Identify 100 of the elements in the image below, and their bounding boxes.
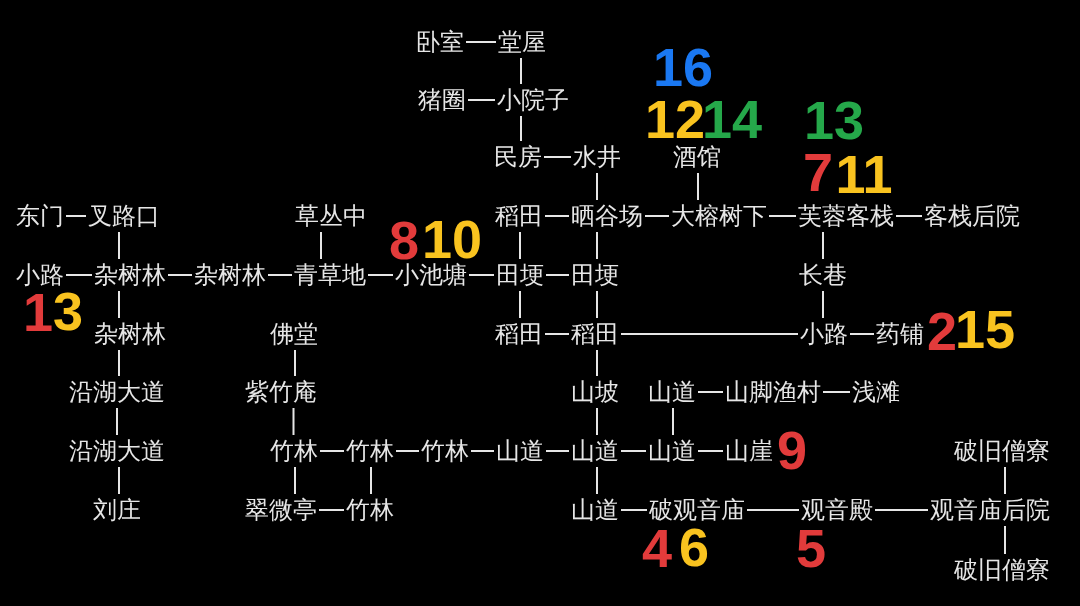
connector-line [822,391,851,393]
place-label: 破旧僧寮 [954,558,1050,582]
place-label: 杂树林 [94,322,166,346]
callout-number: 3 [53,292,84,332]
callout-number: 11 [835,155,893,195]
connector-line [320,231,322,260]
place-label: 山道 [571,439,619,463]
place-label: 山道 [648,439,696,463]
connector-line [697,450,724,452]
place-label: 山道 [648,380,696,404]
callout-number: 6 [679,528,710,568]
callout-number: 10 [422,220,483,260]
connector-line [697,172,699,201]
place-label: 佛堂 [270,322,318,346]
place-label: 小路 [800,322,848,346]
place-label: 山坡 [571,380,619,404]
callout-number: 16 [653,48,714,88]
connector-line [118,290,120,319]
connector-line [468,274,495,276]
place-label: 观音庙后院 [930,498,1050,522]
place-label: 山道 [571,498,619,522]
place-label: 东门 [16,204,64,228]
connector-line [294,349,296,377]
place-label: 稻田 [571,322,619,346]
callout-number: 8 [389,221,420,261]
connector-line [544,333,570,335]
connector-line [596,466,598,495]
connector-line [319,450,345,452]
place-label: 晒谷场 [571,204,643,228]
connector-line [267,274,293,276]
connector-line [519,231,521,260]
callout-number: 9 [777,431,808,471]
connector-line [118,231,120,260]
place-label: 草丛中 [295,204,367,228]
place-label: 破观音庙 [649,498,745,522]
connector-line [895,215,923,217]
connector-line [596,407,598,436]
connector-line [822,231,824,260]
connector-line [620,450,647,452]
place-label: 沿湖大道 [69,439,165,463]
place-label: 客栈后院 [924,204,1020,228]
place-label: 破旧僧寮 [954,439,1050,463]
connector-line [65,215,87,217]
connector-line [520,57,522,85]
connector-line [520,115,522,142]
connector-line [545,450,570,452]
place-label: 小池塘 [395,263,467,287]
callout-number: 13 [804,101,865,141]
connector-line [116,407,118,436]
callout-number: 15 [955,310,1016,350]
place-label: 紫竹庵 [245,380,317,404]
callout-number: 2 [927,312,958,352]
place-label: 水井 [573,145,621,169]
place-label: 田埂 [571,263,619,287]
connector-line [65,274,93,276]
place-label: 小院子 [497,88,569,112]
callout-number: 1 [23,293,54,333]
place-label: 芙蓉客栈 [798,204,894,228]
connector-line [465,41,497,43]
connector-line [470,450,495,452]
place-label: 观音殿 [801,498,873,522]
connector-line [746,509,800,511]
connector-line [768,215,797,217]
connector-line [620,509,648,511]
connector-line [318,509,345,511]
connector-line [596,172,598,201]
connector-line [545,274,570,276]
callout-number: 5 [796,529,827,569]
place-label: 猪圈 [418,88,466,112]
place-label: 叉路口 [88,204,160,228]
place-label: 卧室 [416,30,464,54]
place-label: 青草地 [294,263,366,287]
place-label: 山道 [496,439,544,463]
connector-line [294,466,296,495]
connector-line [467,99,496,101]
place-label: 小路 [16,263,64,287]
place-label: 堂屋 [498,30,546,54]
place-label: 药铺 [876,322,924,346]
place-label: 大榕树下 [671,204,767,228]
connector-line [519,290,521,319]
place-label: 竹林 [421,439,469,463]
connector-line [672,407,674,436]
connector-line [543,156,572,158]
place-label: 浅滩 [852,380,900,404]
place-label: 山脚渔村 [725,380,821,404]
place-label: 刘庄 [93,498,141,522]
place-label: 翠微亭 [245,498,317,522]
place-label: 杂树林 [94,263,166,287]
connector-line [849,333,875,335]
connector-line [596,349,598,377]
place-label: 民房 [494,145,542,169]
connector-line [596,290,598,319]
connector-line [620,333,799,335]
connector-line [596,231,598,260]
connector-line [370,466,372,495]
place-label: 杂树林 [194,263,266,287]
connector-line [822,290,824,319]
connector-line [395,450,420,452]
place-label: 田埂 [496,263,544,287]
callout-number: 4 [642,529,673,569]
